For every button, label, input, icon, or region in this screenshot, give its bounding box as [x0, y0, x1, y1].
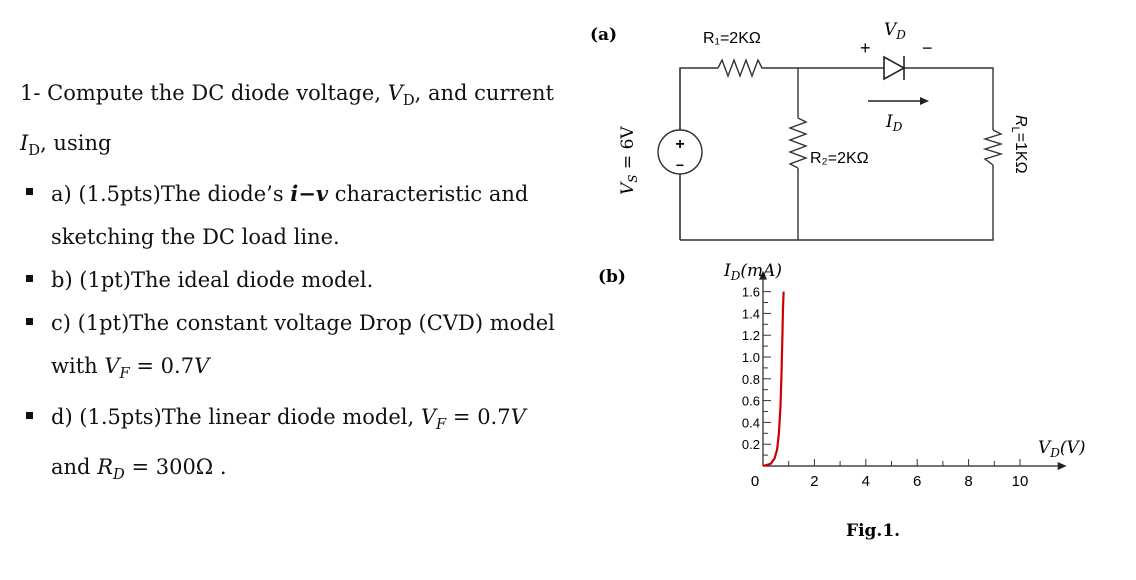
bullet-icon — [26, 318, 33, 326]
r2-resistor — [788, 117, 808, 169]
iv-chart: 0 2 4 6 8 10 0.2 0.4 0.6 0.8 1.0 1.2 1.4 1.6 ID(mA) VD(… — [723, 261, 1085, 490]
part-d-eq: = 0.7 — [446, 404, 511, 429]
panel-label-b: (b) — [598, 267, 626, 287]
part-d-text: d) (1.5pts)The linear diode model, — [51, 404, 415, 429]
bullet-icon — [26, 411, 33, 419]
y-axis-arrow-icon — [759, 270, 767, 280]
intro-and-text: , and current — [414, 81, 554, 105]
x-axis-label: VD(V) — [1038, 438, 1085, 460]
part-d-vf-sub: F — [436, 415, 447, 433]
r2-label: R₂=2KΩ — [810, 150, 869, 167]
y-tick-label: 1.6 — [742, 285, 760, 300]
part-d-rd-eq: = 300Ω . — [124, 454, 227, 479]
question-number: 1- — [20, 81, 41, 105]
part-c-vf-sub: F — [119, 365, 130, 383]
x-tick-label: 8 — [964, 473, 972, 490]
part-a-text-post: characteristic and — [334, 182, 529, 207]
part-d-rd-sub: D — [113, 465, 125, 483]
part-d-vf: V — [420, 404, 437, 429]
bullet-icon — [26, 188, 33, 196]
voltage-source: + − — [657, 129, 703, 175]
question-parts: a) (1.5pts)The diode’s i−v characteristi… — [20, 172, 580, 496]
vd-subscript: D — [402, 92, 415, 110]
part-b-text: b) (1pt)The ideal diode model. — [51, 268, 374, 293]
part-a: a) (1.5pts)The diode’s i−v characteristi… — [20, 172, 580, 259]
part-c: c) (1pt)The constant voltage Drop (CVD) … — [20, 302, 580, 395]
part-d-line2: and — [51, 454, 91, 479]
panel-label-a: (a) — [590, 25, 617, 45]
x-tick-label: 6 — [913, 473, 921, 490]
intro-text: Compute the DC diode voltage, — [47, 81, 382, 105]
part-c-eq: = 0.7 — [129, 354, 195, 379]
id-subscript: D — [28, 142, 41, 160]
x-tick-label: 0 — [751, 473, 759, 490]
current-arrow-icon — [868, 97, 929, 105]
y-tick-label: 1.4 — [742, 306, 760, 321]
circuit-wires — [679, 67, 994, 241]
part-c-text: c) (1pt)The constant voltage Drop (CVD) … — [51, 311, 555, 336]
part-a-line2: sketching the DC load line. — [51, 225, 340, 250]
part-c-line2: with — [51, 354, 98, 379]
figure-caption: Fig.1. — [846, 521, 900, 541]
source-plus: + — [675, 136, 684, 153]
y-axis-label: ID(mA) — [723, 261, 782, 283]
part-c-unit: V — [194, 354, 210, 379]
x-tick-label: 10 — [1012, 473, 1029, 490]
vd-minus: − — [922, 38, 933, 58]
y-tick-label: 1.0 — [742, 350, 760, 365]
question-intro: 1- Compute the DC diode voltage, VD, and… — [20, 72, 580, 122]
part-d: d) (1.5pts)The linear diode model, VF = … — [20, 396, 580, 496]
rl-resistor — [982, 129, 1004, 166]
y-tick-label: 0.6 — [742, 394, 760, 409]
part-b: b) (1pt)The ideal diode model. — [20, 259, 580, 302]
vd-variable: V — [387, 81, 403, 105]
r1-label: R₁=2KΩ — [703, 30, 761, 47]
vd-label: VD — [884, 20, 906, 42]
diode-icon — [883, 55, 906, 81]
x-axis-arrow-icon — [1057, 462, 1067, 470]
x-tick-label: 4 — [862, 473, 870, 490]
part-a-text: a) (1.5pts)The diode’s — [51, 182, 284, 207]
intro-using-text: , using — [40, 131, 112, 156]
question-intro-cont: ID, using — [20, 122, 580, 172]
source-minus: − — [676, 157, 684, 173]
problem-statement: 1- Compute the DC diode voltage, VD, and… — [20, 72, 580, 496]
x-tick-label: 2 — [810, 473, 818, 490]
id-variable: I — [20, 131, 29, 156]
part-d-unit: V — [510, 404, 526, 429]
r1-resistor — [717, 58, 765, 78]
y-tick-label: 1.2 — [742, 328, 760, 343]
id-label: ID — [885, 112, 903, 134]
iv-curve — [762, 291, 785, 468]
vs-label: VS = 6V — [618, 126, 640, 195]
part-d-rd: R — [97, 454, 113, 479]
y-tick-label: 0.8 — [742, 372, 760, 387]
rl-label: RL=1KΩ — [1009, 115, 1029, 174]
y-tick-label: 0.4 — [742, 415, 760, 430]
bullet-icon — [26, 275, 33, 283]
y-tick-label: 0.2 — [742, 437, 760, 452]
part-a-iv: i−v — [290, 181, 329, 207]
vd-plus: + — [860, 38, 871, 58]
part-c-vf: V — [104, 354, 120, 379]
